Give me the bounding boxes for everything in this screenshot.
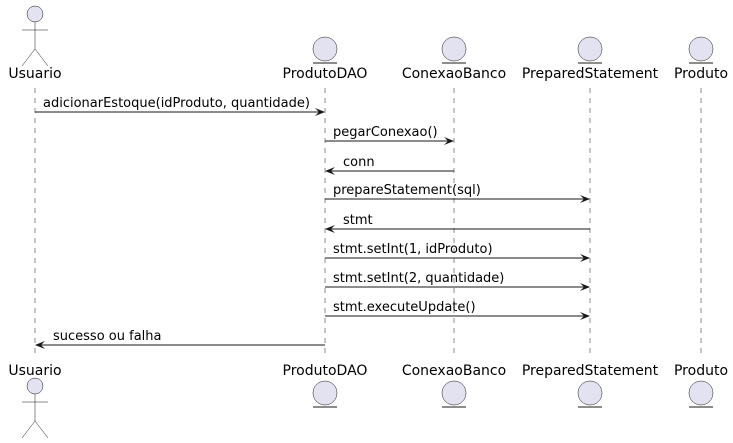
participant-label-produto: Produto — [674, 66, 728, 82]
participant-label-conexaobanco: ConexaoBanco — [402, 66, 506, 82]
entity-icon — [688, 36, 714, 64]
participant-label-conexaobanco-bottom: ConexaoBanco — [402, 363, 506, 379]
participant-label-preparedstatement: PreparedStatement — [522, 66, 659, 82]
participant-label-usuario-bottom: Usuario — [8, 363, 61, 379]
message-label: pegarConexao() — [333, 125, 438, 140]
message-label: adicionarEstoque(idProduto, quantidade) — [43, 96, 310, 111]
entity-icon — [441, 380, 467, 408]
participant-label-usuario: Usuario — [8, 66, 61, 82]
entity-icon — [312, 380, 338, 408]
actor-icon — [21, 5, 49, 67]
message-label: prepareStatement(sql) — [333, 183, 481, 198]
entity-icon — [577, 380, 603, 408]
entity-icon — [577, 36, 603, 64]
message-label: stmt.setInt(1, idProduto) — [333, 242, 493, 257]
actor-icon — [21, 377, 49, 439]
participant-label-produtodao: ProdutoDAO — [283, 66, 368, 82]
message-label: sucesso ou falha — [53, 329, 161, 344]
message-label: stmt — [343, 213, 373, 228]
message-label: stmt.setInt(2, quantidade) — [333, 271, 504, 286]
entity-icon — [688, 380, 714, 408]
entity-icon — [441, 36, 467, 64]
participant-label-preparedstatement-bottom: PreparedStatement — [522, 363, 659, 379]
participant-label-produto-bottom: Produto — [674, 363, 728, 379]
message-label: conn — [343, 155, 375, 170]
entity-icon — [312, 36, 338, 64]
participant-label-produtodao-bottom: ProdutoDAO — [283, 363, 368, 379]
message-label: stmt.executeUpdate() — [333, 300, 476, 315]
